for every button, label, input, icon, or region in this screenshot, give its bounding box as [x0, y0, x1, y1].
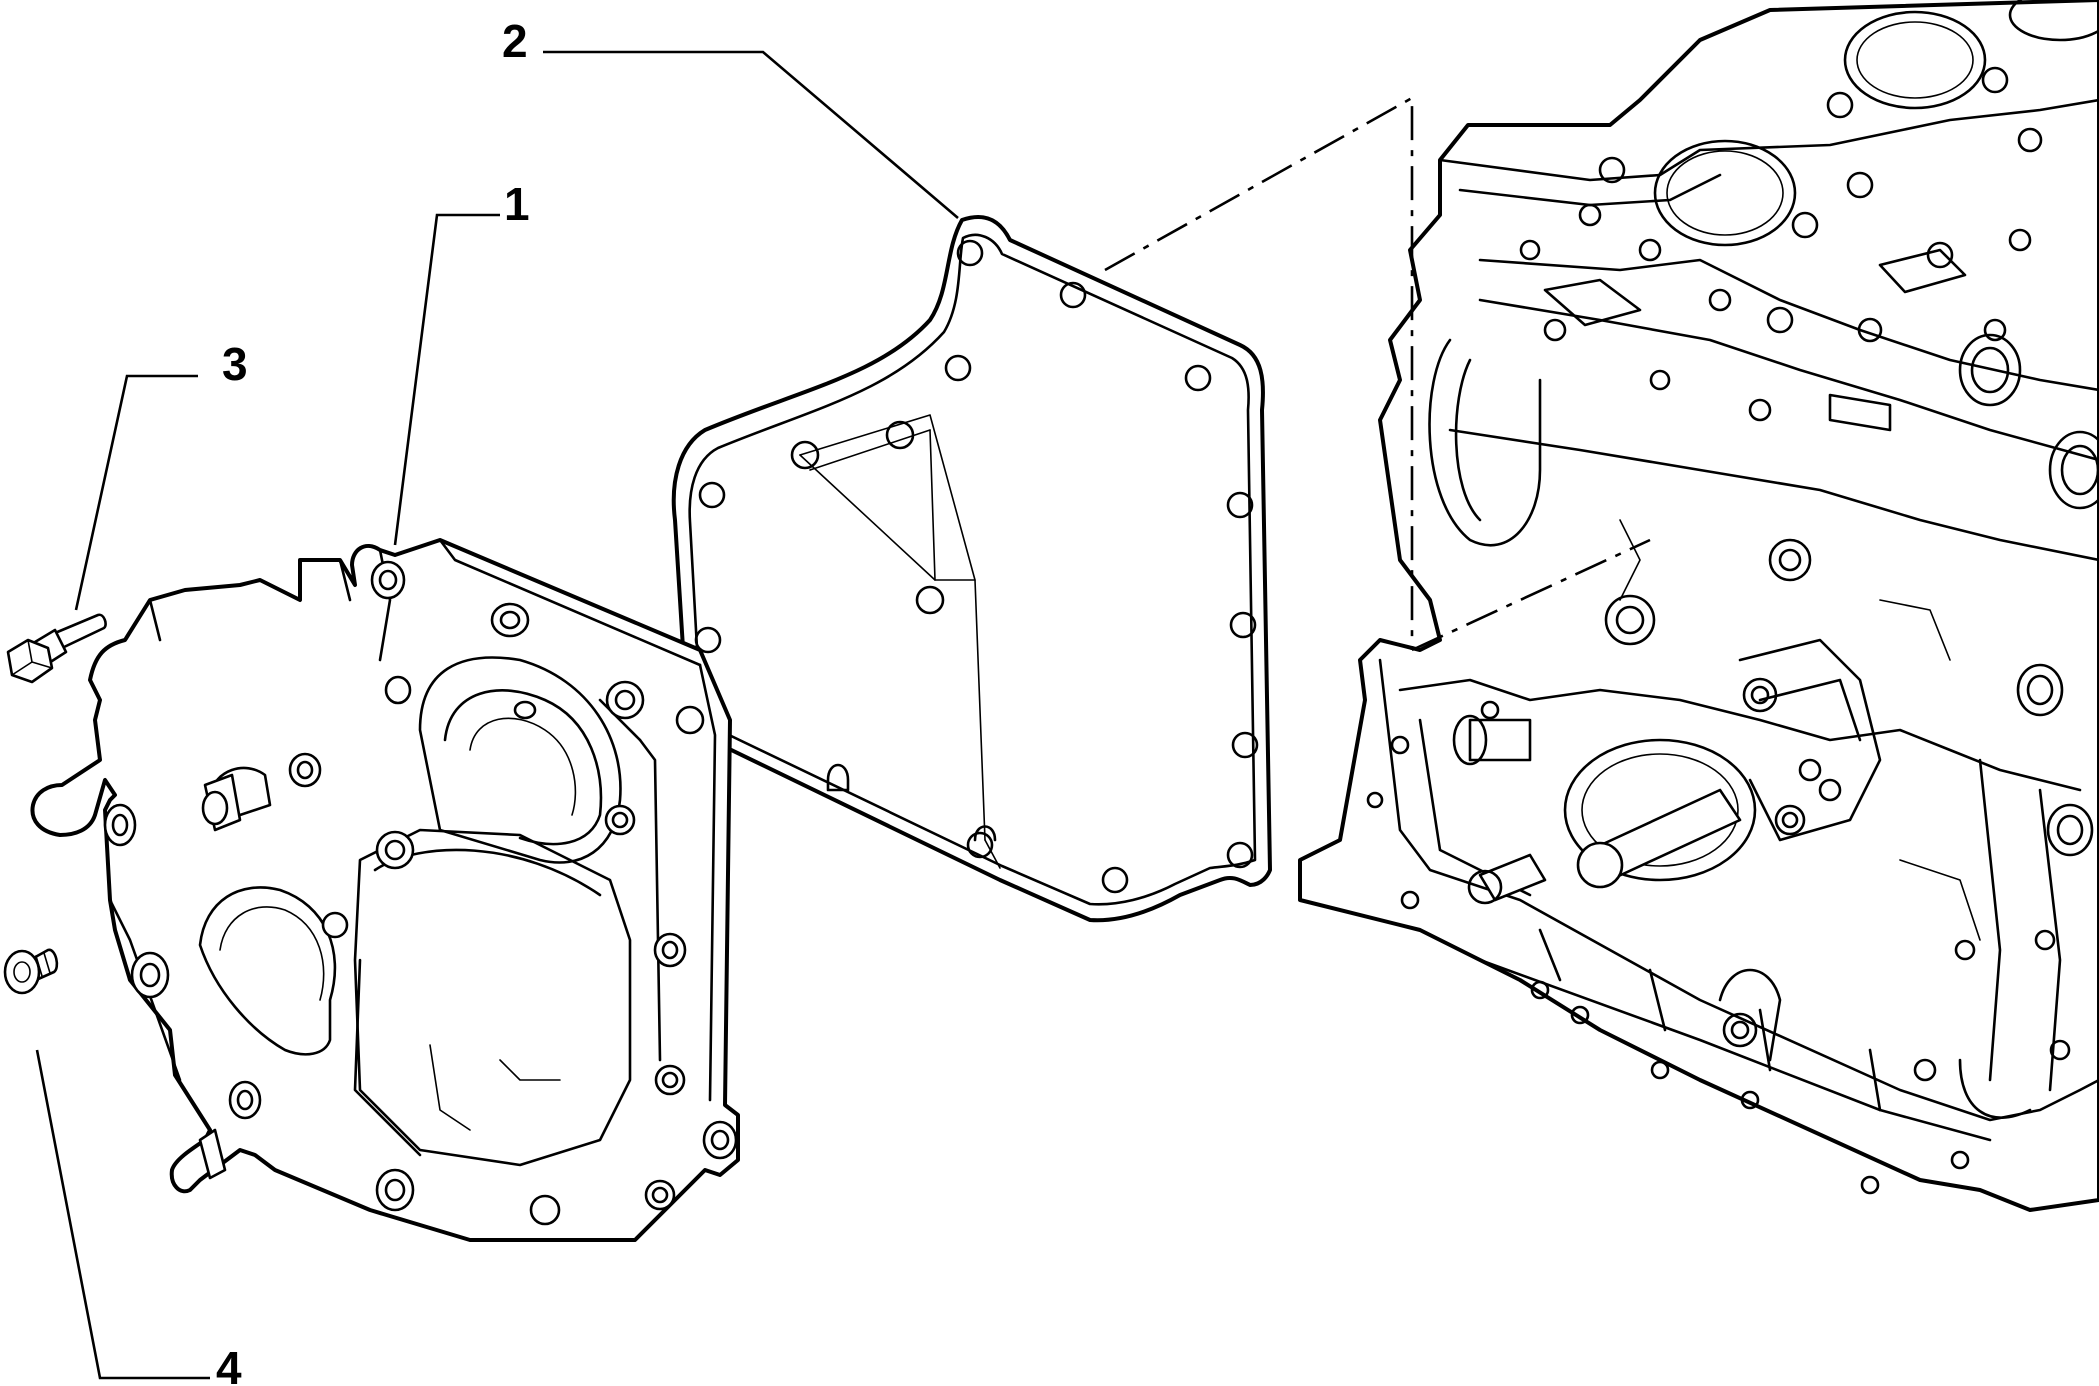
gasket-drawing: [671, 214, 1272, 923]
leader-line-3: [74, 374, 198, 611]
leader-line-1: [393, 213, 500, 546]
bolt-drawing: [6, 613, 107, 684]
callout-3: 3: [222, 338, 248, 390]
callout-2: 2: [502, 15, 528, 67]
leader-line-4: [35, 1049, 210, 1380]
front-cover-drawing: [30, 538, 740, 1242]
callout-labels: 1 2 3 4: [216, 15, 530, 1386]
callout-4: 4: [216, 1342, 242, 1386]
engine-block-drawing: [1298, 0, 2099, 1212]
alignment-lines: [1104, 95, 1651, 652]
leader-line-2: [543, 50, 959, 219]
callout-1: 1: [504, 178, 530, 230]
leader-lines: [35, 50, 959, 1380]
plug-drawing: [3, 948, 59, 995]
